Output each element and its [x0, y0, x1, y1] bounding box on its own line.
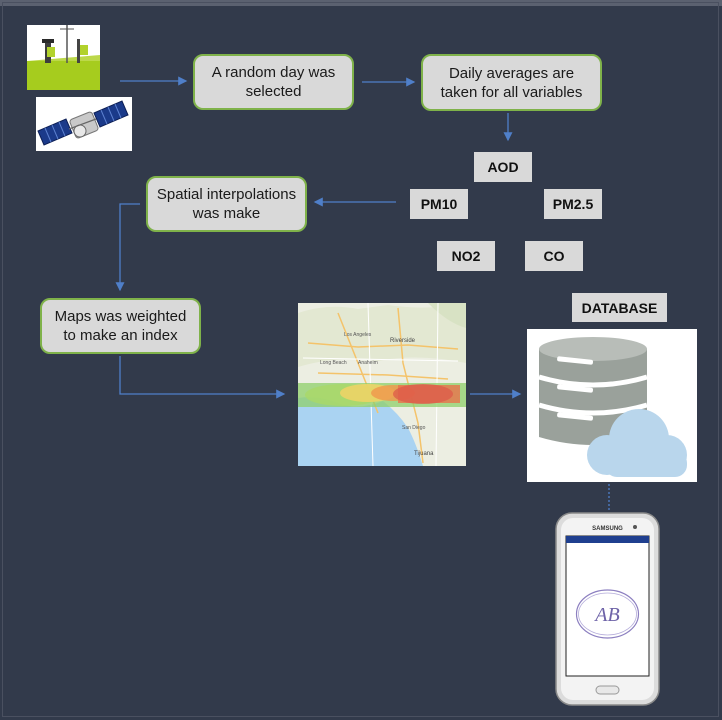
- map-label-anaheim: Anaheim: [358, 360, 378, 366]
- pollution-map-image: Los Angeles Riverside Long Beach Anaheim…: [298, 303, 466, 466]
- variable-pm25: PM2.5: [544, 189, 602, 219]
- step-maps-weighted-label: Maps was weighted to make an index: [54, 308, 187, 344]
- arrow-interpolations-to-maps: [115, 203, 140, 292]
- map-label-san-diego: San Diego: [402, 425, 426, 431]
- step-random-day: A random day was selected: [193, 54, 354, 110]
- app-logo-icon: AB: [575, 589, 640, 639]
- variable-co-label: CO: [543, 248, 565, 264]
- variable-co: CO: [525, 241, 583, 271]
- ground-station-image: [27, 25, 100, 90]
- variable-pm10-label: PM10: [420, 196, 458, 212]
- cloud-icon: [587, 409, 687, 477]
- step-random-day-label: A random day was selected: [211, 64, 336, 100]
- step-spatial-interpolations-label: Spatial interpolations was make: [156, 186, 297, 222]
- satellite-image: [36, 97, 132, 151]
- variable-no2: NO2: [437, 241, 495, 271]
- step-daily-averages-label: Daily averages are taken for all variabl…: [440, 64, 583, 101]
- database-label-text: DATABASE: [581, 299, 658, 316]
- database-label: DATABASE: [572, 293, 667, 322]
- arrow-maps-to-index-map: [119, 356, 286, 399]
- smartphone-image: SAMSUNG AB: [555, 512, 660, 706]
- variable-pm25-label: PM2.5: [552, 196, 594, 212]
- map-label-tijuana: Tijuana: [414, 451, 434, 457]
- variable-pm10: PM10: [410, 189, 468, 219]
- variable-aod: AOD: [474, 152, 532, 182]
- map-label-riverside: Riverside: [390, 338, 416, 344]
- map-label-long-beach: Long Beach: [320, 360, 347, 366]
- step-spatial-interpolations: Spatial interpolations was make: [146, 176, 307, 232]
- variable-no2-label: NO2: [451, 248, 481, 264]
- step-daily-averages: Daily averages are taken for all variabl…: [421, 54, 602, 111]
- variable-aod-label: AOD: [487, 159, 519, 175]
- window-top-bar: [0, 0, 722, 6]
- step-maps-weighted: Maps was weighted to make an index: [40, 298, 201, 354]
- phone-brand: SAMSUNG: [592, 526, 623, 532]
- svg-text:AB: AB: [593, 604, 619, 626]
- map-label-los-angeles: Los Angeles: [344, 332, 372, 338]
- database-image: [527, 329, 697, 482]
